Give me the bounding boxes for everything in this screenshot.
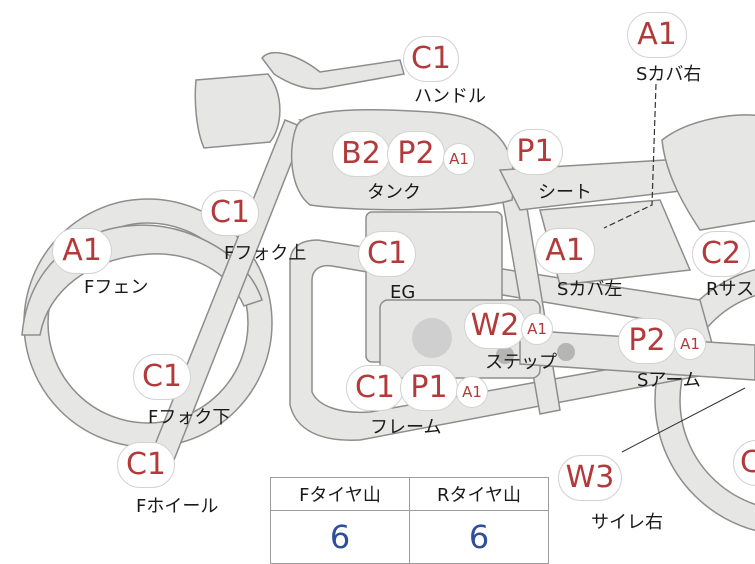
seat-label: シート — [538, 182, 592, 203]
engine-badge: C1 — [358, 231, 416, 277]
leader-line-sairen — [621, 387, 746, 453]
step-peg-right — [557, 343, 575, 361]
frame-badge-a1: A1 — [456, 376, 488, 408]
step-peg-left — [496, 346, 514, 364]
tank-badge-b2: B2 — [332, 131, 390, 177]
f-fender-badge: A1 — [52, 228, 112, 274]
s-arm-badge-a1: A1 — [674, 328, 706, 360]
f-tire-value: 6 — [270, 510, 410, 564]
s-arm-badge-p2: P2 — [618, 318, 676, 364]
f-fork-lower-label: Fフォク下 — [148, 407, 231, 428]
rear-cowl — [661, 114, 755, 231]
r-tire-value: 6 — [409, 510, 549, 564]
s-cover-left-badge: A1 — [535, 228, 595, 274]
f-tire-header: Fタイヤ山 — [270, 477, 410, 511]
handle-label: ハンドル — [414, 86, 486, 107]
leader-line-s-cover — [603, 83, 657, 229]
s-cover-left-label: Sカバ左 — [557, 279, 623, 300]
tire-tread-table: Fタイヤ山 Rタイヤ山 6 6 — [270, 477, 549, 564]
frame-loop — [289, 239, 721, 441]
headlight — [194, 73, 281, 149]
f-fork-lower-badge: C1 — [133, 354, 191, 400]
f-fork-upper-badge: C1 — [201, 190, 259, 236]
tank-badge-a1: A1 — [443, 143, 475, 175]
frame-label: フレーム — [370, 417, 442, 438]
r-sus-label: Rサス — [706, 279, 755, 300]
s-cover-right-badge: A1 — [627, 12, 687, 58]
engine-label: EG — [390, 282, 416, 303]
frame-badge-p1: P1 — [400, 365, 458, 411]
f-wheel-badge: C1 — [117, 442, 175, 488]
engine-cover-dot — [412, 318, 452, 358]
tank-label: タンク — [367, 182, 421, 203]
s-arm-label: Sアーム — [637, 370, 701, 391]
sairen-right-badge: W3 — [558, 455, 622, 501]
step-label: ステップ — [485, 352, 557, 373]
r-sus-badge: C2 — [692, 231, 750, 277]
handle-badge: C1 — [403, 36, 459, 82]
f-wheel-label: Fホイール — [136, 496, 219, 517]
sairen-right-label: サイレ右 — [591, 512, 663, 533]
f-fender-label: Fフェン — [84, 277, 149, 298]
f-fork-upper-label: Fフォク上 — [224, 243, 307, 264]
handlebar — [261, 51, 405, 90]
tank-badge-p2: P2 — [387, 131, 445, 177]
frame-badge-c1: C1 — [346, 365, 404, 411]
step-badge-a1: A1 — [521, 313, 553, 345]
r-tire-header: Rタイヤ山 — [409, 477, 549, 511]
s-cover-right-label: Sカバ右 — [636, 64, 702, 85]
r-edge-badge: C — [733, 440, 755, 486]
step-badge-w2: W2 — [464, 303, 526, 349]
seat-badge: P1 — [507, 129, 563, 175]
